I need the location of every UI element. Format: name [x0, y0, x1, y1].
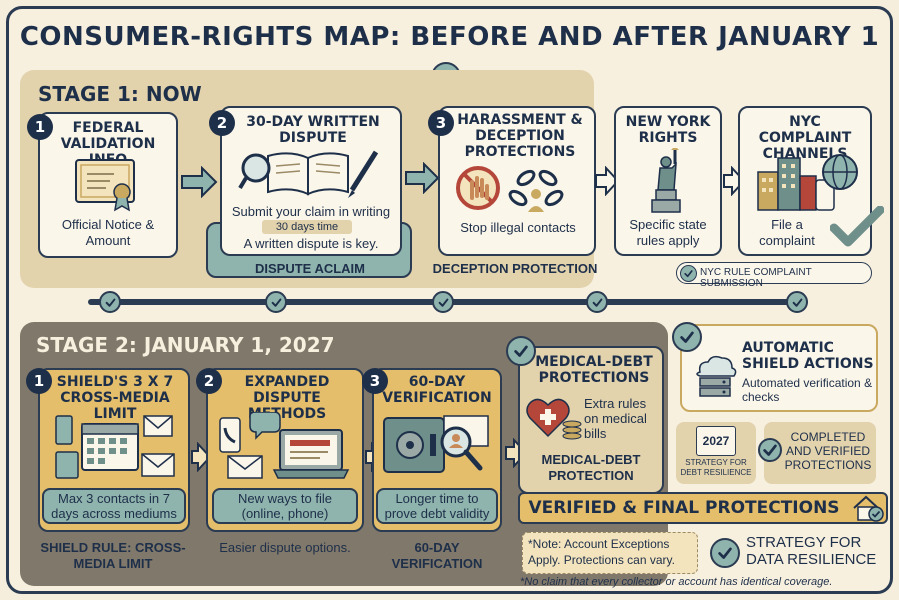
strategy-data-resilience: STRATEGY FOR DATA RESILIENCE — [746, 534, 877, 568]
card-title: 60-DAY VERIFICATION — [382, 374, 492, 406]
arrow-icon — [595, 166, 620, 196]
calendar-2027-icon: 2027 — [696, 426, 736, 456]
completed-label: COMPLETED AND VERIFIED PROTECTIONS — [784, 430, 872, 472]
strategy-small-label: STRATEGY FOR DEBT RESILIENCE — [680, 458, 752, 477]
checkmark-icon — [672, 322, 702, 352]
checkmark-icon — [758, 438, 782, 462]
card-title: MEDICAL-DEBT PROTECTIONS — [535, 354, 653, 386]
final-banner — [518, 492, 888, 524]
checkmark-icon — [506, 336, 536, 366]
timeline-check-icon — [586, 291, 608, 313]
building-globe-icon — [757, 154, 858, 211]
days-badge: 30 days time — [262, 220, 352, 234]
certificate-icon — [75, 159, 135, 212]
checkmark-icon — [710, 538, 740, 568]
cloud-server-icon — [696, 355, 737, 397]
disclaimer: *No claim that every collector or accoun… — [520, 576, 833, 588]
step-number: 2 — [209, 110, 235, 136]
card-title: HARASSMENT & DECEPTION PROTECTIONS — [457, 112, 583, 160]
shield-rule-label: SHIELD RULE: CROSS-MEDIA LIMIT — [40, 540, 186, 571]
arrow-icon — [405, 162, 440, 194]
completed-card — [764, 422, 876, 484]
medical-heart-icon — [526, 398, 582, 440]
step-number: 2 — [196, 368, 222, 394]
book-magnifier-pen-icon — [238, 150, 379, 198]
house-check-icon — [853, 495, 884, 522]
safe-magnifier-icon — [383, 415, 489, 473]
timeline-check-icon — [265, 291, 287, 313]
card-subtitle: Specific state rules apply — [629, 217, 707, 248]
deception-protection-label: DECEPTION PROTECTION — [432, 261, 598, 276]
auto-shield-subtitle: Automated verification & checks — [742, 376, 873, 404]
stage2-title: STAGE 2: JANUARY 1, 2027 — [36, 333, 335, 357]
cross-media-pill: Max 3 contacts in 7 days across mediums — [42, 488, 186, 524]
card-title: 30-DAY WRITTEN DISPUTE — [246, 114, 380, 146]
auto-shield-title: AUTOMATIC SHIELD ACTIONS — [742, 340, 874, 372]
card-subtitle: Submit your claim in writing — [231, 204, 391, 219]
card-subtitle: Official Notice & Amount — [61, 217, 155, 248]
card-title: NEW YORK RIGHTS — [625, 114, 711, 146]
timeline-check-icon — [99, 291, 121, 313]
timeline-check-icon — [432, 291, 454, 313]
stop-hand-icon — [456, 166, 564, 212]
card-subtitle: File a complaint — [759, 217, 815, 248]
nyc-rule-label: NYC RULE COMPLAINT SUBMISSION — [700, 267, 812, 289]
exceptions-note: *Note: Account Exceptions Apply. Protect… — [528, 537, 675, 567]
page-title: CONSUMER-RIGHTS MAP: BEFORE AND AFTER JA… — [19, 22, 880, 52]
stage1-title: STAGE 1: NOW — [38, 82, 202, 106]
checkmark-icon — [830, 206, 884, 247]
phone-mail-laptop-icon — [219, 412, 350, 479]
step-number: 1 — [26, 368, 52, 394]
arrow-icon — [191, 442, 212, 472]
dispute-aclaim-label: DISPUTE ACLAIM — [254, 261, 366, 276]
dispute-methods-pill: New ways to file (online, phone) — [212, 488, 358, 524]
step-number: 3 — [428, 110, 454, 136]
card-title: SHIELD'S 3 X 7 CROSS-MEDIA LIMIT — [56, 374, 174, 422]
verification-pill: Longer time to prove debt validity — [376, 488, 498, 524]
card-subtitle: Stop illegal contacts — [460, 220, 576, 235]
step-number: 1 — [27, 114, 53, 140]
medical-debt-label: MEDICAL-DEBT PROTECTION — [541, 452, 641, 483]
arrow-icon — [181, 166, 218, 198]
card-note: A written dispute is key. — [243, 236, 379, 251]
exceptions-note-box — [522, 532, 698, 574]
calendar-devices-icon — [55, 415, 175, 479]
card-subtitle: Extra rules on medical bills — [584, 396, 647, 441]
60-day-verification-label: 60-DAY VERIFICATION — [391, 540, 483, 571]
checkmark-icon — [680, 265, 697, 282]
final-banner-title: VERIFIED & FINAL PROTECTIONS — [528, 498, 840, 518]
nyc-rule-chip — [676, 262, 872, 284]
timeline-check-icon — [786, 291, 808, 313]
easier-dispute-label: Easier dispute options. — [219, 540, 351, 555]
statue-of-liberty-icon — [651, 148, 681, 213]
step-number: 3 — [362, 368, 388, 394]
